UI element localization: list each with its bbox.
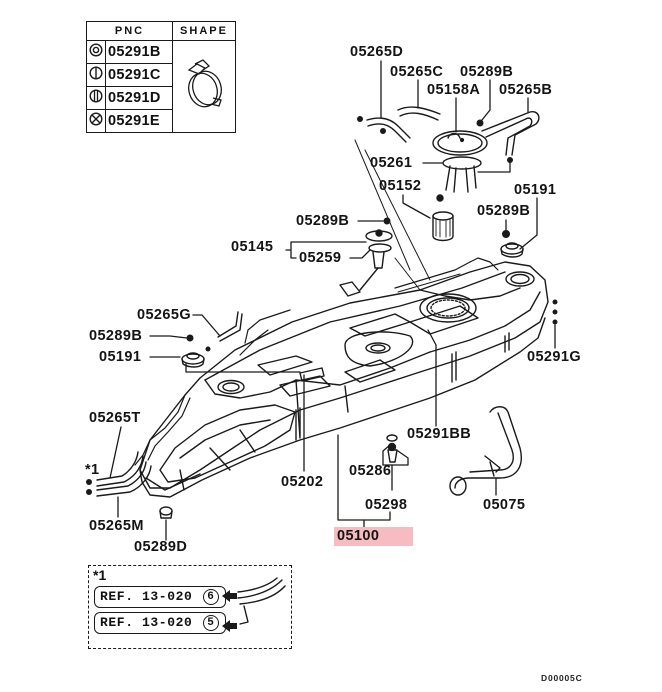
reference-arrows <box>222 590 237 632</box>
circle-single-bar-icon <box>86 63 106 87</box>
callout-05265B[interactable]: 05265B <box>499 82 553 98</box>
reference-text: REF. 13-020 <box>100 615 193 630</box>
callout-05100-highlighted[interactable]: 05100 <box>334 527 414 546</box>
pnc-row[interactable]: 05291E <box>86 109 236 133</box>
hose-05265G[interactable] <box>217 311 243 342</box>
callout-05158A[interactable]: 05158A <box>427 82 481 98</box>
callout-05265D[interactable]: 05265D <box>350 44 404 60</box>
reference-text: REF. 13-020 <box>100 589 193 604</box>
callout-05261[interactable]: 05261 <box>370 155 413 171</box>
pnc-row[interactable]: 05291C <box>86 63 236 87</box>
callout-05259[interactable]: 05259 <box>299 250 342 266</box>
reference-hose-sketch <box>237 577 286 625</box>
reference-link-6[interactable]: REF. 13-020 6 <box>94 586 226 608</box>
circled-number: 6 <box>202 589 219 605</box>
nuts[interactable] <box>186 116 514 352</box>
reference-marker: *1 <box>93 567 107 583</box>
fuel-gauge-unit[interactable] <box>339 229 393 297</box>
reference-box: *1 REF. 13-020 6 REF. 13-020 5 <box>88 565 292 649</box>
pnc-code: 05291D <box>105 86 173 110</box>
callout-05075[interactable]: 05075 <box>483 497 526 513</box>
hose-clamp-icon <box>172 40 236 133</box>
callout-05289B-mid[interactable]: 05289B <box>296 213 350 229</box>
fuel-filter[interactable] <box>432 194 454 242</box>
drain-plug[interactable] <box>159 506 173 519</box>
service-cover-left[interactable] <box>181 352 205 368</box>
note-marker: *1 <box>85 462 100 478</box>
callout-05191-left[interactable]: 05191 <box>99 349 142 365</box>
leader-lines <box>109 60 556 541</box>
pnc-row[interactable]: 05291D <box>86 86 236 110</box>
pnc-code: 05291C <box>105 63 173 87</box>
hose-05265T[interactable] <box>96 451 144 487</box>
callout-05289B-right[interactable]: 05289B <box>477 203 531 219</box>
reference-link-5[interactable]: REF. 13-020 5 <box>94 612 226 634</box>
pnc-code: 05291E <box>105 109 173 133</box>
hose-05265D[interactable] <box>366 117 411 143</box>
fuel-pump-module[interactable] <box>432 130 488 193</box>
hose-05265B[interactable] <box>481 110 540 156</box>
callout-05289B-top[interactable]: 05289B <box>460 64 514 80</box>
fuel-tank[interactable] <box>139 257 549 498</box>
callout-05291G[interactable]: 05291G <box>527 349 581 365</box>
callout-05265G[interactable]: 05265G <box>137 307 191 323</box>
fuel-vent-lines[interactable] <box>134 257 499 466</box>
filler-hose-05075[interactable] <box>449 406 522 496</box>
callout-05265T[interactable]: 05265T <box>89 410 141 426</box>
double-circle-icon <box>86 40 106 64</box>
diagram-code: D00005C <box>541 673 583 683</box>
service-cover-right[interactable] <box>500 242 524 258</box>
pnc-row[interactable]: 05291B <box>86 40 236 133</box>
callout-05286[interactable]: 05286 <box>349 463 392 479</box>
callout-05289B-left[interactable]: 05289B <box>89 328 143 344</box>
pnc-code: 05291B <box>105 40 173 64</box>
callout-05152[interactable]: 05152 <box>379 178 422 194</box>
callout-05145[interactable]: 05145 <box>231 239 274 255</box>
callout-05298[interactable]: 05298 <box>365 497 408 513</box>
pnc-header: PNC <box>86 21 173 41</box>
callout-05265M[interactable]: 05265M <box>89 518 144 534</box>
callout-05202[interactable]: 05202 <box>281 474 324 490</box>
hose-clamps[interactable] <box>86 299 558 496</box>
callout-05289D[interactable]: 05289D <box>134 539 188 555</box>
shape-header: SHAPE <box>172 21 236 41</box>
plug-set[interactable] <box>386 434 398 463</box>
circle-double-bar-icon <box>86 86 106 110</box>
pnc-legend-table: PNC SHAPE 05291B 05291C 05291D <box>86 21 236 133</box>
callout-05291BB[interactable]: 05291BB <box>407 426 472 442</box>
circle-x-icon <box>86 109 106 133</box>
hose-05265C[interactable] <box>397 106 441 121</box>
hose-05265M[interactable] <box>96 461 152 497</box>
callout-05265C[interactable]: 05265C <box>390 64 444 80</box>
circled-number: 5 <box>202 615 219 631</box>
callout-05191-right[interactable]: 05191 <box>514 182 557 198</box>
